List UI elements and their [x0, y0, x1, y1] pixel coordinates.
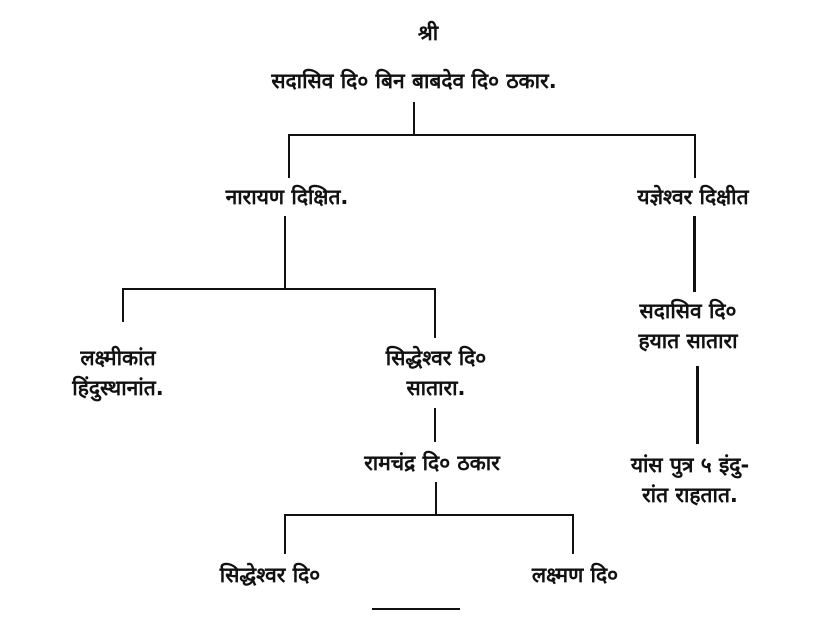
lakshmikant-name: लक्ष्मीकांत [80, 346, 156, 370]
siddheshwar-drop-line [434, 288, 436, 338]
lakshman-node: लक्ष्मण दि० [531, 563, 619, 587]
siddheshwar-grandson-drop-line [284, 514, 286, 554]
root-sadasiv-node: सदासिव दि० बिन बाबदेव दि० ठकार. [271, 69, 557, 93]
yadnyeshwar-dikshit-node: यज्ञेश्वर दिक्षीत [637, 185, 749, 209]
root-stem-line [413, 102, 415, 136]
sadasiv-name: सदासिव दि० [639, 299, 737, 323]
end-rule-line [372, 608, 460, 610]
invocation-shri: श्री [417, 21, 439, 45]
yadnyeshwar-drop-line [694, 134, 696, 178]
sons-note-line2: रांत राहतात. [642, 483, 738, 507]
ramchandra-stem-line [435, 482, 437, 514]
narayan-stem-line [284, 216, 286, 288]
gen4-branch-line [284, 514, 574, 516]
siddheshwar-grandson-node: सिद्धेश्वर दि० [219, 563, 321, 587]
sadasiv-stem-line [696, 366, 699, 444]
lakshman-drop-line [572, 514, 574, 554]
gen1-branch-line [289, 134, 695, 136]
gen2-branch-line [122, 288, 436, 290]
sadasiv-status: हयात सातारा [638, 329, 738, 353]
siddheshwar-name: सिद्धेश्वर दि० [385, 346, 487, 370]
lakshmikant-place: हिंदुस्थानांत. [72, 376, 164, 400]
siddheshwar-place: सातारा. [406, 376, 466, 400]
lakshmikant-node: लक्ष्मीकांत हिंदुस्थानांत. [72, 343, 163, 403]
narayan-dikshit-node: नारायण दिक्षित. [225, 185, 349, 209]
yadnyeshwar-stem-line [693, 216, 696, 292]
narayan-drop-line [288, 134, 290, 178]
siddheshwar-stem-line [434, 408, 436, 442]
sons-note-line1: यांस पुत्र ५ इंदु- [630, 453, 750, 477]
siddheshwar-node: सिद्धेश्वर दि० सातारा. [386, 343, 486, 403]
sons-note-node: यांस पुत्र ५ इंदु- रांत राहतात. [631, 450, 749, 510]
lakshmikant-drop-line [122, 288, 124, 322]
ramchandra-node: रामचंद्र दि० ठकार [364, 451, 500, 475]
sadasiv-satara-node: सदासिव दि० हयात सातारा [638, 296, 737, 356]
